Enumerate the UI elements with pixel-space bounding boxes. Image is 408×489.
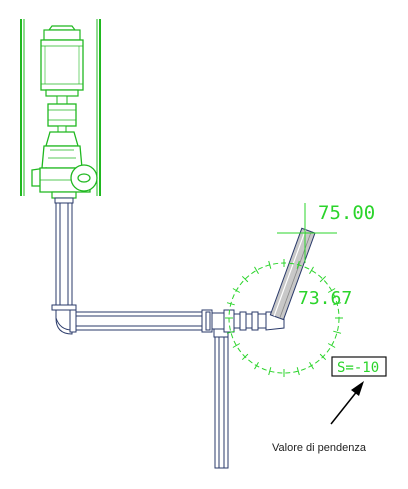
rotation-tick <box>226 302 235 306</box>
valve-assembly <box>20 19 101 204</box>
rotation-tick <box>226 330 235 334</box>
pipe-run <box>51 202 316 469</box>
rotation-tick <box>333 302 342 306</box>
rotation-tick <box>254 266 259 275</box>
rotation-tick <box>327 343 336 348</box>
slope-value: S=-10 <box>337 360 379 376</box>
callout: Valore di pendenza <box>272 381 367 454</box>
rotation-tick <box>241 275 249 283</box>
rotation-tick <box>309 266 314 275</box>
callout-text: Valore di pendenza <box>272 442 367 454</box>
slope-label: S=-10 <box>331 356 387 377</box>
lower-vertical-pipe <box>214 336 229 469</box>
rotation-circle <box>225 259 343 377</box>
rotation-tick <box>333 330 342 334</box>
rotation-tick <box>268 367 272 376</box>
callout-arrowhead <box>351 381 364 396</box>
dimension-value-arc: 73.67 <box>298 288 352 309</box>
vertical-pipe <box>55 202 73 308</box>
rotation-tick <box>327 288 336 293</box>
green-guide-rails <box>20 19 101 196</box>
rotation-tick <box>296 367 300 376</box>
rotation-tick <box>319 275 327 283</box>
callout-arrow-line <box>330 389 359 425</box>
rotation-tick <box>296 260 300 269</box>
crosshair-cursor <box>277 203 337 263</box>
dimension-annotations: 75.00 73.67 S=-10 <box>225 202 387 377</box>
rotation-tick <box>319 353 327 361</box>
rotation-tick <box>268 260 272 269</box>
rotation-tick <box>309 361 314 370</box>
rotation-tick <box>232 343 241 348</box>
horizontal-pipe <box>71 311 203 331</box>
rotation-tick <box>254 361 259 370</box>
sloped-pipe <box>269 227 316 321</box>
rotation-tick <box>241 353 249 361</box>
rotation-tick <box>232 288 241 293</box>
dimension-value-top: 75.00 <box>318 202 375 224</box>
